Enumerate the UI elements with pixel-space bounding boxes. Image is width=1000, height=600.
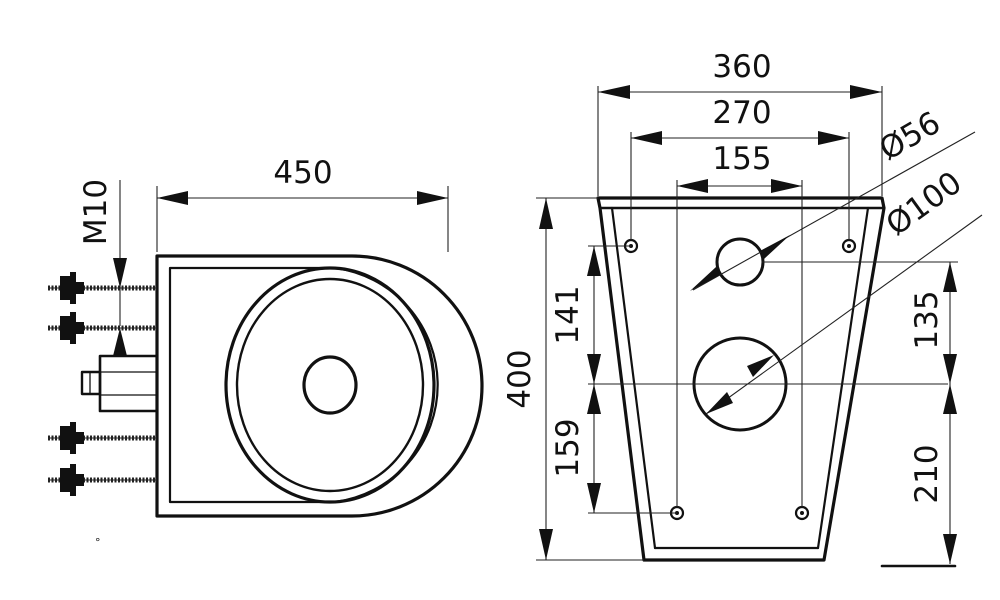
dimension-label-450: 450 (273, 155, 332, 191)
bowl-rim (224, 266, 436, 504)
dimension-400: 400 (502, 197, 644, 561)
dimension-label-270: 270 (712, 95, 771, 131)
dimension-210: 210 (880, 384, 957, 568)
bolt-hole (841, 238, 857, 254)
dimension-label-141: 141 (550, 285, 586, 344)
mounting-bolt (48, 312, 157, 344)
body-outline (596, 196, 886, 562)
dimension-label-m10: M10 (78, 179, 114, 245)
dimension-label-400: 400 (502, 349, 538, 408)
dimension-450: 450 (156, 155, 449, 252)
dimension-159: 159 (550, 384, 677, 514)
dimension-label-360: 360 (712, 49, 771, 85)
water-inlet-connector (80, 354, 159, 413)
drain-outlet (302, 355, 358, 415)
dimension-label-159: 159 (550, 418, 586, 477)
footnote-mark: ° (95, 536, 101, 549)
dimension-m10: M10 (78, 179, 127, 356)
dimension-label-135: 135 (909, 290, 945, 349)
dimension-label-dia-100: Ø100 (880, 165, 969, 243)
bowl-outer-outline (155, 254, 484, 518)
dimension-label-155: 155 (712, 141, 771, 177)
dimension-135: 135 (762, 261, 958, 384)
dimension-141: 141 (550, 245, 948, 385)
small-hole-56 (715, 237, 765, 287)
mounting-bolt (48, 464, 157, 496)
dimension-label-dia-56: Ø56 (873, 105, 946, 168)
dimension-label-210: 210 (909, 444, 945, 503)
bowl-inner-rim (235, 277, 425, 493)
top-view: 450 M10 ° (48, 155, 484, 549)
dimension-155: 155 (676, 141, 803, 507)
dimension-360: 360 (597, 49, 883, 196)
front-view: 360 270 155 Ø56 (502, 49, 983, 568)
dimension-270: 270 (630, 95, 850, 240)
mounting-bolt (48, 272, 157, 304)
mounting-bolt (48, 422, 157, 454)
bolt-hole (794, 505, 810, 521)
